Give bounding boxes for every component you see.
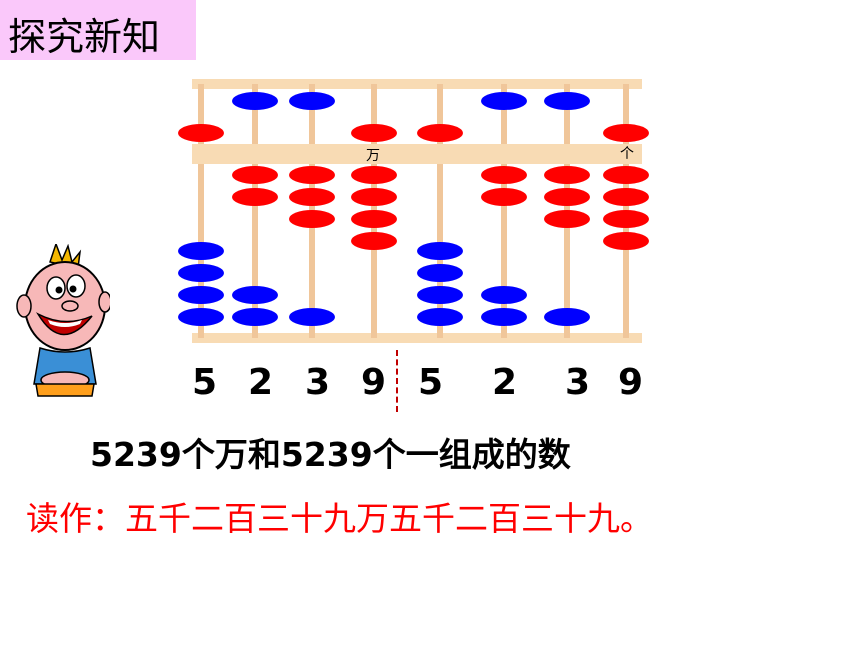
abacus-lower-bead-counted (351, 210, 397, 228)
digit-7: 3 (565, 362, 591, 403)
abacus-upper-bead (178, 124, 224, 142)
abacus-lower-bead-counted (232, 188, 278, 206)
abacus-lower-bead (417, 242, 463, 260)
abacus-upper-bead (481, 92, 527, 110)
abacus-upper-bead (289, 92, 335, 110)
abacus-lower-bead (544, 308, 590, 326)
abacus-upper-bead (417, 124, 463, 142)
abacus-lower-bead (481, 308, 527, 326)
abacus-lower-bead-counted (603, 232, 649, 250)
abacus-lower-bead (481, 286, 527, 304)
abacus-lower-bead (232, 308, 278, 326)
abacus-rod (252, 84, 258, 338)
abacus-lower-bead (178, 286, 224, 304)
digit-5: 5 (418, 362, 444, 403)
abacus-lower-bead (289, 308, 335, 326)
abacus-lower-bead-counted (232, 166, 278, 184)
abacus-lower-bead-counted (481, 188, 527, 206)
digit-8: 9 (618, 362, 644, 403)
abacus-lower-bead-counted (603, 188, 649, 206)
abacus-lower-bead-counted (544, 188, 590, 206)
digit-3: 3 (305, 362, 331, 403)
abacus-upper-bead (544, 92, 590, 110)
abacus-top-frame (192, 79, 642, 89)
abacus-lower-bead (417, 286, 463, 304)
abacus-lower-bead-counted (351, 232, 397, 250)
abacus-lower-bead-counted (351, 188, 397, 206)
digit-4: 9 (361, 362, 387, 403)
abacus-lower-bead-counted (603, 210, 649, 228)
page-title: 探究新知 (8, 15, 161, 59)
abacus-upper-bead (603, 124, 649, 142)
title-box: 探究新知 (0, 0, 196, 60)
abacus-lower-bead-counted (603, 166, 649, 184)
abacus-lower-bead-counted (289, 166, 335, 184)
abacus-rod (437, 84, 443, 338)
reading-text: 读作：五千二百三十九万五千二百三十九。 (26, 499, 653, 538)
abacus-lower-bead (417, 308, 463, 326)
label-wan: 万 (366, 148, 380, 164)
digit-1: 5 (192, 362, 218, 403)
abacus-beads (178, 92, 649, 326)
abacus-upper-bead (232, 92, 278, 110)
place-divider (396, 350, 398, 412)
abacus-rod (501, 84, 507, 338)
abacus-lower-bead (417, 264, 463, 282)
cartoon-boy-image (16, 244, 110, 397)
digit-6: 2 (492, 362, 518, 403)
abacus-beam (192, 144, 642, 164)
abacus-lower-bead (178, 308, 224, 326)
abacus-lower-bead-counted (544, 166, 590, 184)
abacus-lower-bead-counted (544, 210, 590, 228)
abacus-bottom-frame (192, 333, 642, 343)
abacus-rod (198, 84, 204, 338)
abacus-lower-bead-counted (289, 210, 335, 228)
abacus-lower-bead-counted (481, 166, 527, 184)
abacus-upper-bead (351, 124, 397, 142)
abacus-lower-bead (178, 242, 224, 260)
abacus-lower-bead-counted (351, 166, 397, 184)
digit-2: 2 (248, 362, 274, 403)
composition-text: 5239个万和5239个一组成的数 (90, 435, 571, 474)
abacus-lower-bead (178, 264, 224, 282)
abacus-lower-bead-counted (289, 188, 335, 206)
label-ge: 个 (620, 146, 634, 162)
abacus-lower-bead (232, 286, 278, 304)
